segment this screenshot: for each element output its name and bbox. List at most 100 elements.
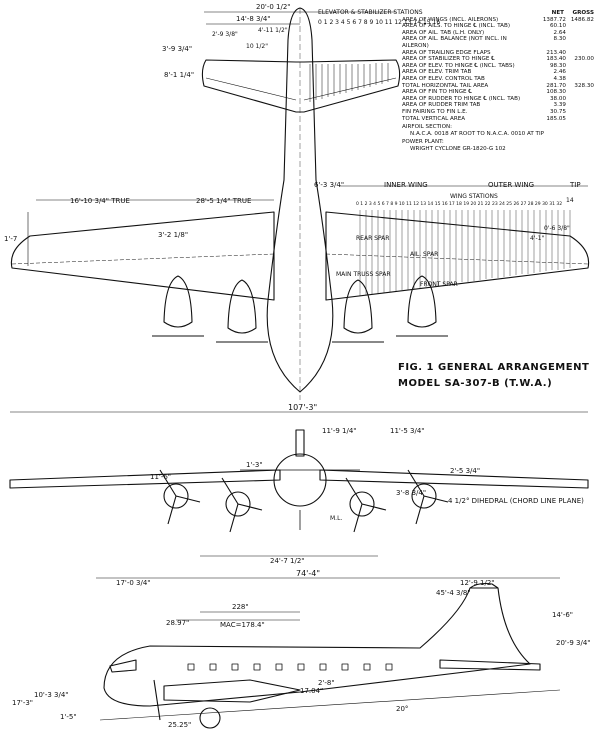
wing-station-numbers: 0 1 2 3 4 5 6 7 8 9 10 11 12 13 14 15 16… [356,202,563,207]
plan-wing [10,211,275,301]
plan-nacelle-2 [227,279,257,334]
side-cockpit [109,659,137,673]
spec-row: AREA OF AIL. TAB (L.H. ONLY) 2.64 [402,30,594,37]
label-inner-wing: INNER WING [384,181,428,189]
spec-cell-name: AREA OF RUDDER TO HINGE ℄ (INCL. TAB) [402,95,521,102]
spec-cell-net: 60.10 [549,23,566,30]
label-tip: TIP [570,181,581,189]
label-ml: M.L. [330,515,343,522]
power-title: POWER PLANT: [402,139,444,146]
spec-cell-name: AREA OF ELEV. TO HINGE ℄ (INCL. TABS) [402,62,515,69]
dim-4-11: 4'-11 1/2" [258,27,288,34]
dim-11-6: 11'-6" [150,473,172,481]
side-fin [469,582,499,589]
spec-cell-name: AREA OF AIL. TAB (L.H. ONLY) [402,29,485,36]
dim-10: 10 1/2" [246,43,268,50]
spec-cell-name: TOTAL VERTICAL AREA [402,115,466,122]
plan-horizontal-stabilizer [201,59,401,113]
dim-28: 28.97" [166,619,190,627]
spec-cell-net: 2.64 [553,29,566,36]
spec-cell-net: 3.39 [553,102,566,109]
spec-cell-gross [566,50,594,57]
spec-cell-gross [566,116,594,123]
dim-25: 25.25" [168,721,192,729]
dim-tail-span: 20'-0 1/2" [256,3,291,11]
airfoil-text: N.A.C.A. 0018 AT ROOT TO N.A.C.A. 0010 A… [410,130,545,137]
spec-cell-gross [566,63,594,70]
spec-col-net: NET [551,10,564,16]
spec-cell-net: 281.70 [546,82,566,89]
stations-header: ELEVATOR & STABILIZER STATIONS [318,9,423,16]
spec-row: FIN FAIRING TO FIN L.E. 30.75 [402,109,594,116]
dim-17: 17'-0 3/4" [116,579,151,587]
spec-cell-name: AREA OF ELEV. TRIM TAB [402,69,472,76]
spec-cell-net: 38.00 [549,95,566,102]
spec-cell-net: 185.05 [546,115,566,122]
power-text: WRIGHT CYCLONE GR-1820-G 102 [410,145,506,152]
spec-col-gross: GROSS [572,10,594,16]
spec-table-header: NET GROSS [402,10,594,17]
dim-17-3: 17'-3" [12,699,34,707]
dim-0-6: 0'-6 3/8" [544,225,570,232]
spec-cell-net: 183.40 [546,56,566,63]
spec-cell-gross [566,109,594,116]
plan-nacelle-4 [407,275,437,328]
spec-cell-name: AREA OF TRAILING EDGE FLAPS [402,49,491,56]
dim-16-10: 16'-10 3/4" TRUE [70,197,130,205]
dim-3-9: 3'-9 3/4" [162,45,193,53]
label-front-spar: FRONT SPAR [420,281,458,288]
spec-cell-name: AREA OF WINGS (INCL. AILERONS) [402,16,499,23]
spec-cell-gross: 1486.82 [570,16,594,23]
spec-cell-net: 30.75 [549,108,566,115]
dim-28-5: 28'-5 1/4" TRUE [196,197,252,205]
plan-nacelle-1 [163,275,193,328]
spec-cell-gross [566,102,594,109]
front-view [9,411,589,557]
spec-row: AREA OF AIL. BALANCE (NOT INCL. IN AILER… [402,36,594,49]
spec-row: TOTAL VERTICAL AREA 185.05 [402,116,594,123]
side-fuselage [103,587,531,707]
spec-cell-gross: 328.30 [574,82,594,89]
dim-3-8: 3'-8 3/4" [396,489,427,497]
spec-cell-name: AREA OF ELEV. CONTROL TAB [402,75,485,82]
spec-cell-name: AREA OF AIL. BALANCE (NOT INCL. IN AILER… [402,36,507,49]
figure-caption-line2: MODEL SA-307-B (T.W.A.) [398,378,553,389]
spec-cell-net: 8.30 [553,36,566,43]
label-main-truss-spar: MAIN TRUSS SPAR [336,271,391,278]
spec-row: AREA OF RUDDER TRIM TAB 3.39 [402,102,594,109]
label-rear-spar: REAR SPAR [356,235,390,242]
label-dihedral: 4 1/2° DIHEDRAL (CHORD LINE PLANE) [448,497,584,505]
label-outer-wing: OUTER WING [488,181,535,189]
label-wing-stations: WING STATIONS [450,193,498,200]
spec-cell-net: 213.40 [546,49,566,56]
dim-45: 45'-4 3/8" [436,589,471,597]
spec-cell-name: TOTAL HORIZONTAL TAIL AREA [402,82,489,89]
dim-14-8: 14'-8 3/4" [236,15,271,23]
dim-front-span: 107'-3" [288,403,318,412]
spec-cell-name: AREA OF AILS. TO HINGE ℄ (INCL. TAB) [402,23,511,30]
dim-20-deg: 20° [396,705,409,713]
side-stabilizer [439,659,541,671]
dim-24-7: 24'-7 1/2" [270,557,305,565]
label-aileron-spar: AIL. SPAR [410,251,439,258]
spec-cell-gross [566,89,594,96]
spec-row: AREA OF FIN TO HINGE ℄108.30 [402,89,594,96]
dim-6-3: 6'-3 3/4" [314,181,345,189]
spec-row: AREA OF RUDDER TO HINGE ℄ (INCL. TAB) 38.… [402,96,594,103]
dim-11-5: 11'-5 3/4" [390,427,425,435]
plan-nacelle-3 [343,279,373,334]
spec-cell-net: 98.30 [549,62,566,69]
dim-1-3: 1'-3" [246,461,263,469]
plan-view [10,7,590,400]
dim-17-04: 17.04" [300,687,324,695]
spec-table: NET GROSS AREA OF WINGS (INCL. AILERONS)… [402,10,594,152]
spec-cell-name: AREA OF RUDDER TRIM TAB [402,102,481,109]
stations-numbers: 0 1 2 3 4 5 6 7 8 9 10 11 12 13 14 15 16 [318,19,441,26]
spec-cell-name: FIN FAIRING TO FIN L.E. [402,108,468,115]
side-nacelle [163,679,301,703]
side-view [96,577,561,729]
dim-1-7: 1'-7 [4,235,18,243]
